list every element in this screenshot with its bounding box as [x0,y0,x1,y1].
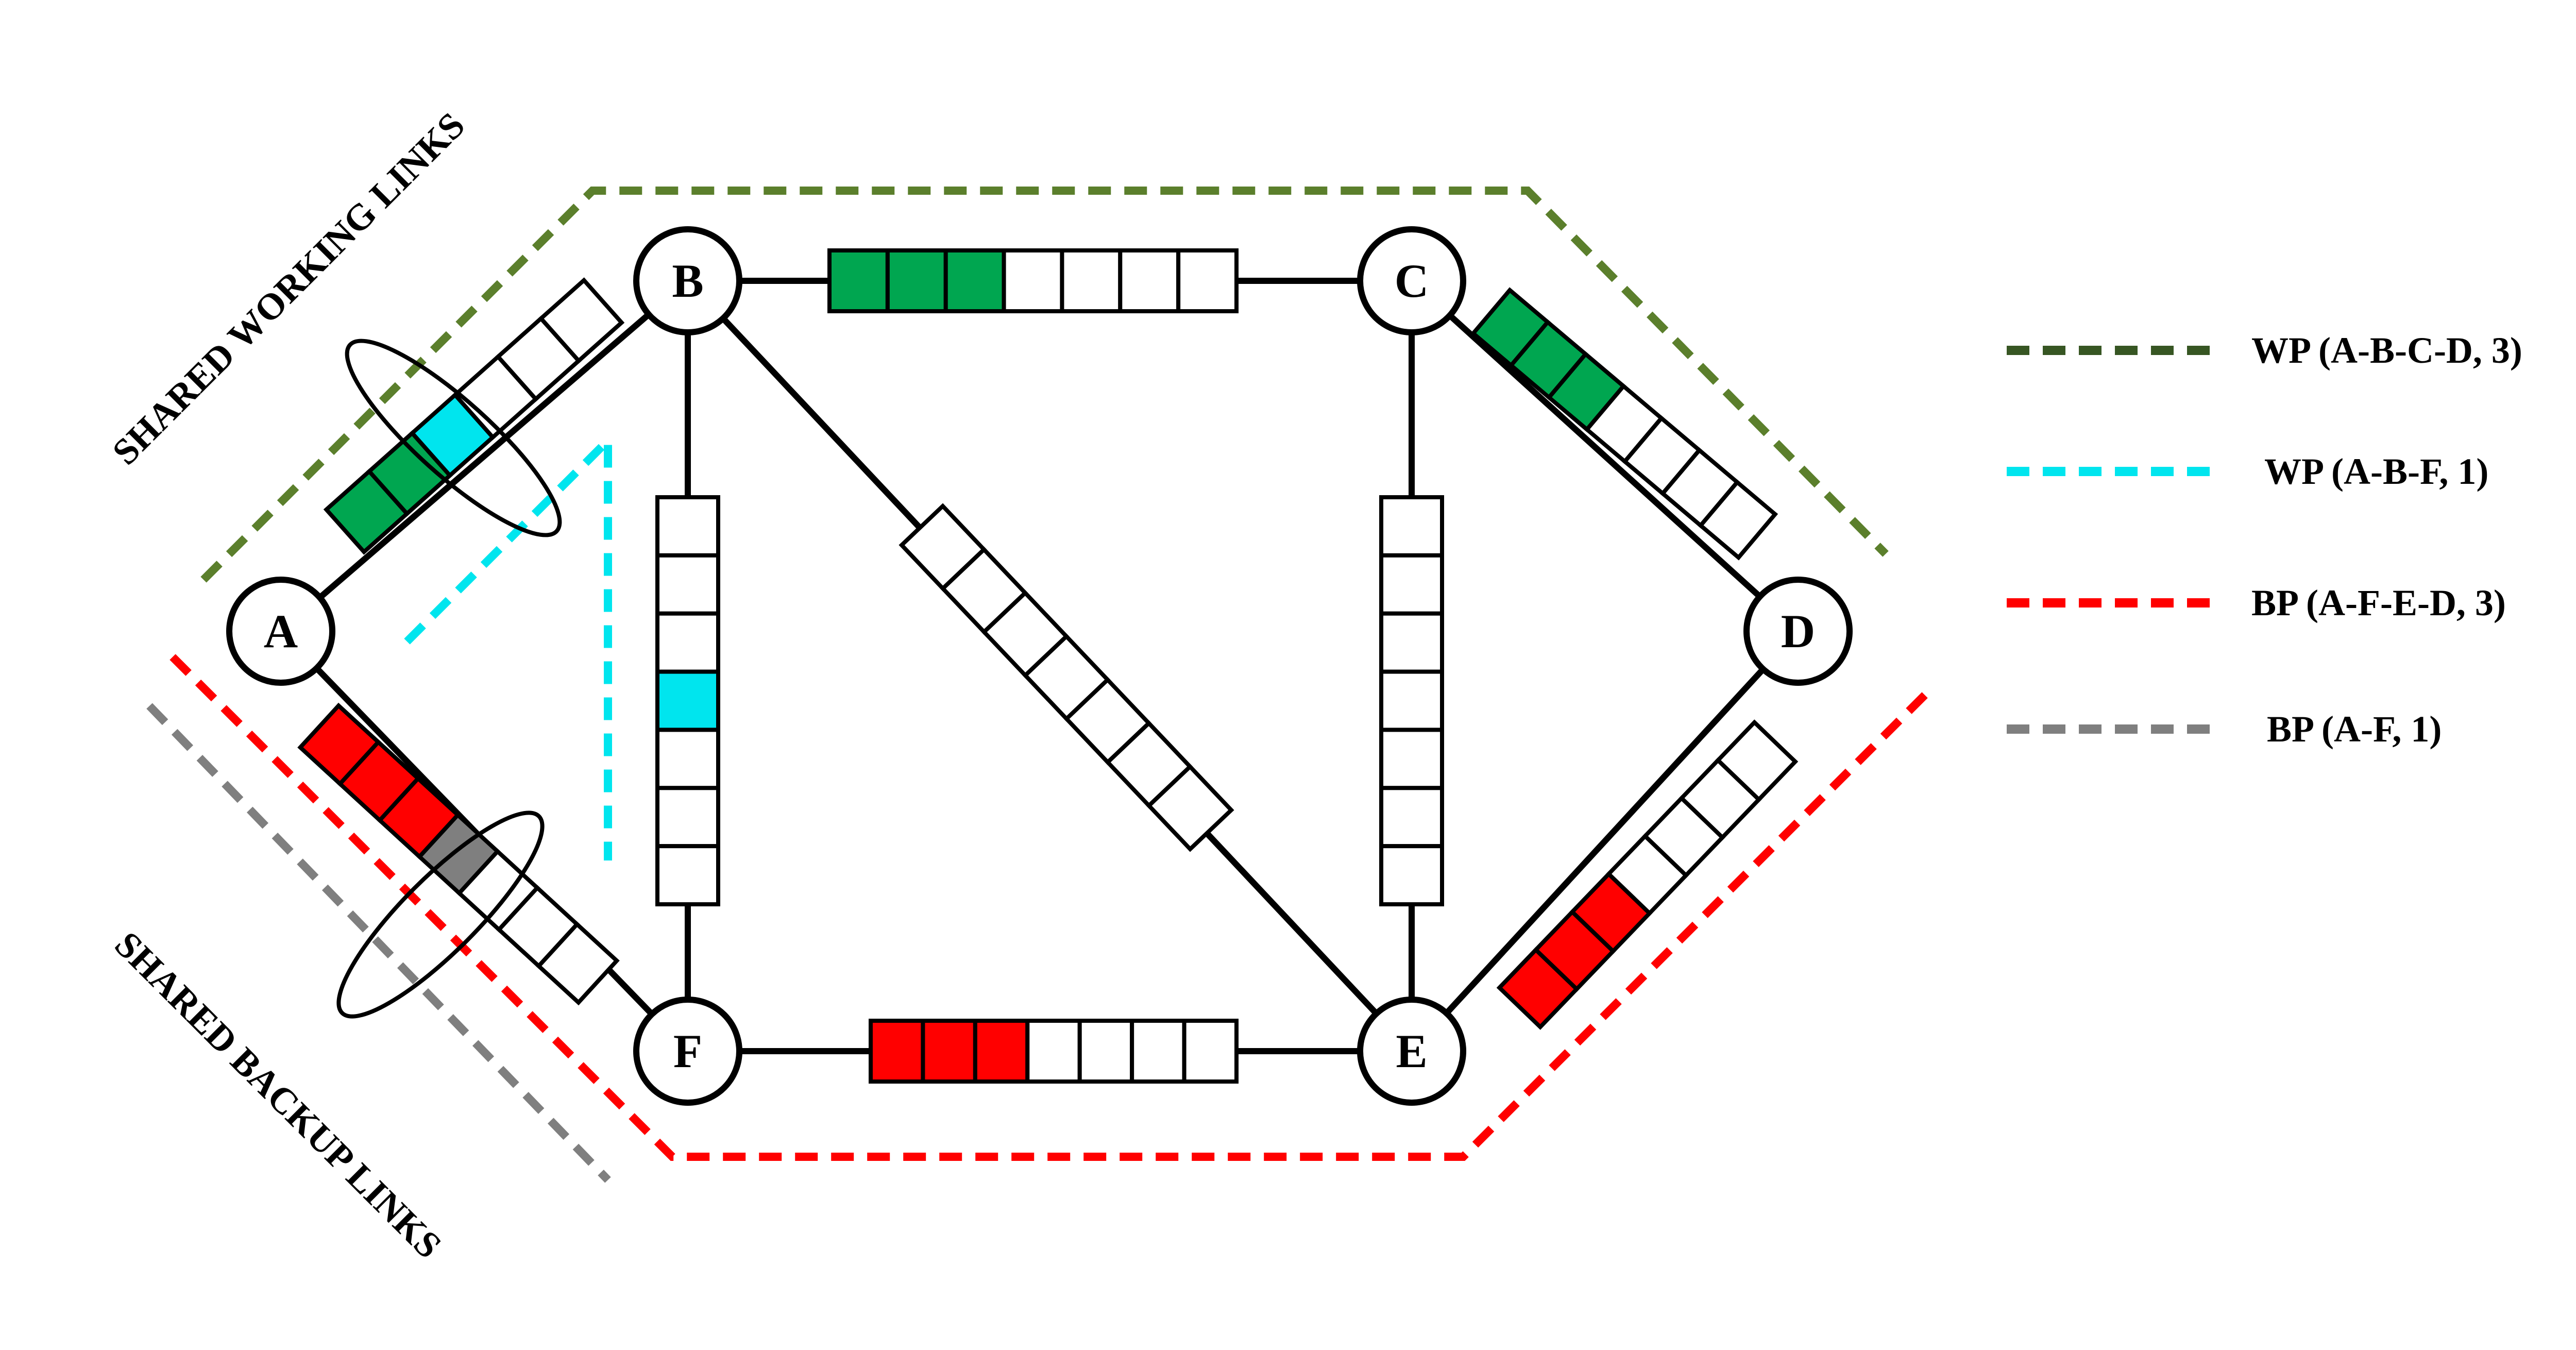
slot-empty [538,277,625,364]
slot-empty [1060,248,1123,313]
slot-empty [655,844,720,907]
node-b-label: B [672,255,703,307]
path-overlays [146,187,1933,1183]
slot-empty [1698,479,1778,561]
slot-green [885,248,948,313]
slot-group-f-e [869,1019,1239,1084]
node-f: F [633,997,742,1106]
slot-empty [655,611,720,674]
link-a-b [279,278,690,634]
bp-afed-path [170,654,1933,1161]
slot-group-e-d [1496,719,1799,1030]
node-c-label: C [1395,255,1429,307]
slot-empty [1146,764,1234,852]
legend-item-bp-afed: BP (A-F-E-D, 3) [2007,582,2506,623]
wp-abf-path [404,430,612,860]
slot-empty [1118,248,1181,313]
slots-layer [297,248,1799,1084]
shared-backup-links-label: SHARED BACKUP LINKS [107,924,450,1267]
slot-empty [655,553,720,616]
slot-empty [655,495,720,558]
slot-cyan [655,669,720,732]
shared-working-ellipse [345,339,562,537]
slot-empty [1077,1019,1134,1084]
slot-empty [1379,495,1444,558]
slot-green [943,248,1006,313]
link-e-d [1409,629,1801,1054]
slot-green [827,248,890,313]
node-b: B [633,226,742,335]
link-c-d [1409,278,1801,634]
slot-red [921,1019,977,1084]
sharing-ellipses [336,339,562,1019]
bp-af-path [146,703,611,1183]
slot-group-b-e [899,503,1234,852]
slot-empty [1379,611,1444,674]
slot-red [869,1019,925,1084]
slot-empty [655,786,720,849]
slot-group-c-d [1470,287,1778,561]
legend-label-bp-af: BP (A-F, 1) [2267,708,2442,750]
legend-label-bp-afed: BP (A-F-E-D, 3) [2251,582,2506,623]
shared-working-links-label: SHARED WORKING LINKS [105,105,473,473]
node-e-label: E [1396,1025,1427,1077]
slot-empty [655,728,720,790]
slot-empty [1379,844,1444,907]
slot-empty [1176,248,1239,313]
legend-label-wp-abcd: WP (A-B-C-D, 3) [2251,330,2522,371]
slot-empty [1379,553,1444,616]
legend-label-wp-abf: WP (A-B-F, 1) [2264,451,2488,492]
legend-item-wp-abcd: WP (A-B-C-D, 3) [2007,330,2522,371]
slot-empty [1715,719,1799,803]
slot-empty [1379,669,1444,732]
node-e: E [1357,997,1466,1106]
legend-item-wp-abf: WP (A-B-F, 1) [2007,451,2488,492]
slot-empty [536,921,620,1006]
node-c: C [1357,226,1466,335]
nodes-layer: A B C D E F [226,226,1853,1106]
slot-group-a-f [297,702,620,1006]
legend-item-bp-af: BP (A-F, 1) [2007,708,2442,750]
node-d-label: D [1781,605,1815,657]
slot-group-b-c [827,248,1239,313]
node-f-label: F [673,1025,702,1077]
wp-abcd-path [200,187,1889,583]
slot-empty [1379,786,1444,849]
slot-red [973,1019,1030,1084]
slot-group-b-f [655,495,720,907]
slot-group-a-b [323,277,625,555]
node-d: D [1743,577,1853,686]
slot-empty [1379,728,1444,790]
shared-backup-ellipse [336,811,545,1019]
slot-empty [1002,248,1064,313]
legend: WP (A-B-C-D, 3) WP (A-B-F, 1) BP (A-F-E-… [2007,330,2522,750]
slot-empty [1025,1019,1082,1084]
slot-empty [1130,1019,1187,1084]
node-a: A [226,577,335,686]
slot-empty [1182,1019,1239,1084]
node-a-label: A [264,605,298,657]
slot-group-c-e [1379,495,1444,907]
